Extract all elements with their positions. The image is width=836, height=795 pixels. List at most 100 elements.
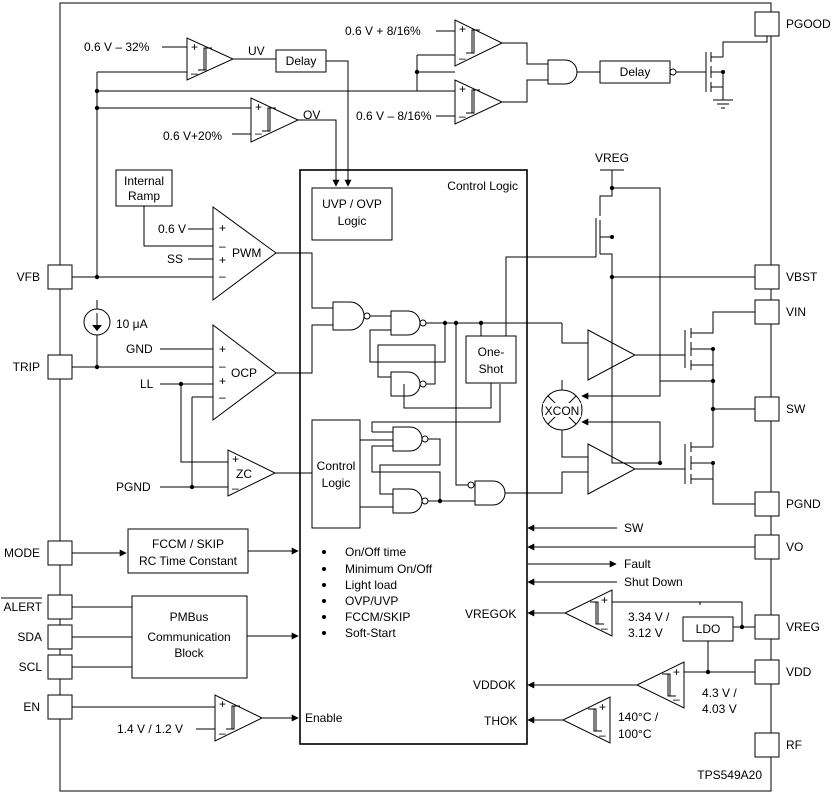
svg-text:–: – bbox=[599, 728, 606, 742]
svg-text:–: – bbox=[219, 359, 226, 373]
pmbus-block bbox=[131, 595, 248, 679]
pmbus-label-1: PMBus bbox=[170, 610, 209, 624]
function-item: On/Off time bbox=[345, 545, 406, 559]
vregok-ref-label-2: 3.12 V bbox=[628, 626, 663, 640]
latch-nand-3 bbox=[392, 426, 423, 452]
pin-label-vreg: VREG bbox=[786, 620, 820, 634]
part-number: TPS549A20 bbox=[697, 768, 762, 782]
pin-alert: ALERT bbox=[1, 594, 73, 620]
fault-label: Fault bbox=[624, 557, 651, 571]
uv-comparator: + – bbox=[186, 37, 235, 81]
uvp-ovp-label-2: Logic bbox=[338, 214, 367, 228]
pin-mode: MODE bbox=[4, 540, 73, 566]
pin-label-rf: RF bbox=[786, 738, 802, 752]
pgood-low-comparator: + – bbox=[454, 79, 504, 125]
one-shot-label-2: Shot bbox=[479, 362, 504, 376]
fccm-label-2: RC Time Constant bbox=[139, 554, 238, 568]
svg-text:+: + bbox=[219, 374, 226, 388]
svg-text:–: – bbox=[459, 109, 466, 123]
bootstrap-fet bbox=[595, 185, 661, 340]
pgood-delay-label: Delay bbox=[620, 65, 651, 79]
internal-ramp-block bbox=[115, 169, 173, 207]
svg-text:–: – bbox=[232, 481, 239, 495]
pgood-high-comparator: + – bbox=[454, 19, 504, 67]
pg-high-reference-label: 0.6 V + 8/16% bbox=[345, 24, 421, 38]
uv-signal-label: UV bbox=[248, 44, 265, 58]
fccm-label-1: FCCM / SKIP bbox=[152, 537, 224, 551]
control-functions-list: On/Off time Minimum On/Off Light load OV… bbox=[322, 545, 433, 640]
ov-comparator: + – bbox=[250, 97, 300, 143]
svg-text:–: – bbox=[459, 51, 466, 65]
function-item: Light load bbox=[345, 578, 397, 592]
control-logic-title: Control Logic bbox=[447, 179, 518, 193]
pin-label-pgood: PGOOD bbox=[786, 17, 831, 31]
pin-vdd: VDD bbox=[754, 659, 812, 685]
trip-current-source bbox=[83, 300, 111, 370]
latch-nand-2 bbox=[390, 371, 421, 397]
vregok-ref-label-1: 3.34 V / bbox=[628, 610, 670, 624]
pin-sw: SW bbox=[754, 396, 806, 422]
pin-label-alert: ALERT bbox=[4, 600, 43, 614]
pin-label-trip: TRIP bbox=[13, 360, 40, 374]
svg-text:+: + bbox=[255, 100, 262, 114]
pin-label-vbst: VBST bbox=[786, 270, 818, 284]
vregok-comparator: + – bbox=[563, 589, 613, 637]
svg-text:+: + bbox=[459, 82, 466, 96]
sw-input-label: SW bbox=[624, 521, 644, 535]
uvp-ovp-logic-block bbox=[311, 187, 393, 241]
pg-low-reference-label: 0.6 V – 8/16% bbox=[356, 109, 432, 123]
pin-label-pgnd: PGND bbox=[786, 497, 821, 511]
svg-text:–: – bbox=[219, 726, 226, 740]
pgood-and-gate bbox=[547, 59, 578, 85]
pin-vin: VIN bbox=[754, 299, 806, 325]
svg-text:+: + bbox=[219, 697, 226, 711]
thok-ref-label-2: 100°C bbox=[618, 727, 652, 741]
pin-label-sda: SDA bbox=[17, 630, 42, 644]
latch-nand-4 bbox=[392, 488, 423, 514]
svg-text:+: + bbox=[219, 221, 226, 235]
svg-text:+: + bbox=[673, 665, 680, 679]
pin-label-vin: VIN bbox=[786, 305, 806, 319]
pin-label-vdd: VDD bbox=[786, 665, 812, 679]
svg-text:+: + bbox=[219, 342, 226, 356]
gnd-label: GND bbox=[126, 342, 153, 356]
svg-text:+: + bbox=[232, 452, 239, 466]
inner-control-logic-block bbox=[311, 419, 361, 529]
pin-vreg: VREG bbox=[754, 614, 820, 640]
zc-label: ZC bbox=[236, 467, 252, 481]
zc-comparator: + – bbox=[227, 449, 277, 497]
ov-signal-label: OV bbox=[303, 108, 320, 122]
latch-nand-1 bbox=[390, 310, 421, 336]
function-item: Soft-Start bbox=[345, 626, 396, 640]
low-side-and-gate bbox=[474, 480, 506, 506]
pin-vbst: VBST bbox=[754, 264, 818, 290]
pmbus-label-2: Communication bbox=[147, 630, 230, 644]
pin-rf: RF bbox=[754, 732, 802, 758]
thok-label: THOK bbox=[484, 714, 517, 728]
high-side-fet bbox=[684, 311, 755, 442]
uvp-ovp-label-1: UVP / OVP bbox=[322, 197, 382, 211]
ocp-comparator: + – + – bbox=[212, 323, 277, 421]
vddok-comparator: + – bbox=[635, 661, 685, 709]
pin-sda: SDA bbox=[17, 624, 73, 650]
xcon-block bbox=[541, 389, 583, 431]
one-shot-label-1: One- bbox=[478, 345, 505, 359]
inner-control-logic-label-2: Logic bbox=[322, 476, 351, 490]
svg-text:+: + bbox=[601, 593, 608, 607]
svg-text:+: + bbox=[459, 22, 466, 36]
svg-text:–: – bbox=[219, 269, 226, 283]
ov-reference-label: 0.6 V+20% bbox=[163, 129, 222, 143]
pgood-fet bbox=[705, 36, 768, 109]
svg-text:–: – bbox=[219, 390, 226, 404]
ldo-label: LDO bbox=[696, 622, 721, 636]
pwm-ocp-and-gate bbox=[332, 301, 365, 331]
current-source-label: 10 μA bbox=[116, 317, 148, 331]
pin-trip: TRIP bbox=[13, 354, 73, 380]
function-item: Minimum On/Off bbox=[345, 562, 433, 576]
function-item: OVP/UVP bbox=[345, 594, 398, 608]
low-side-fet bbox=[684, 442, 755, 505]
fccm-skip-block bbox=[127, 528, 249, 574]
pwm-ref-label: 0.6 V bbox=[158, 222, 186, 236]
vddok-ref-label-1: 4.3 V / bbox=[702, 686, 737, 700]
